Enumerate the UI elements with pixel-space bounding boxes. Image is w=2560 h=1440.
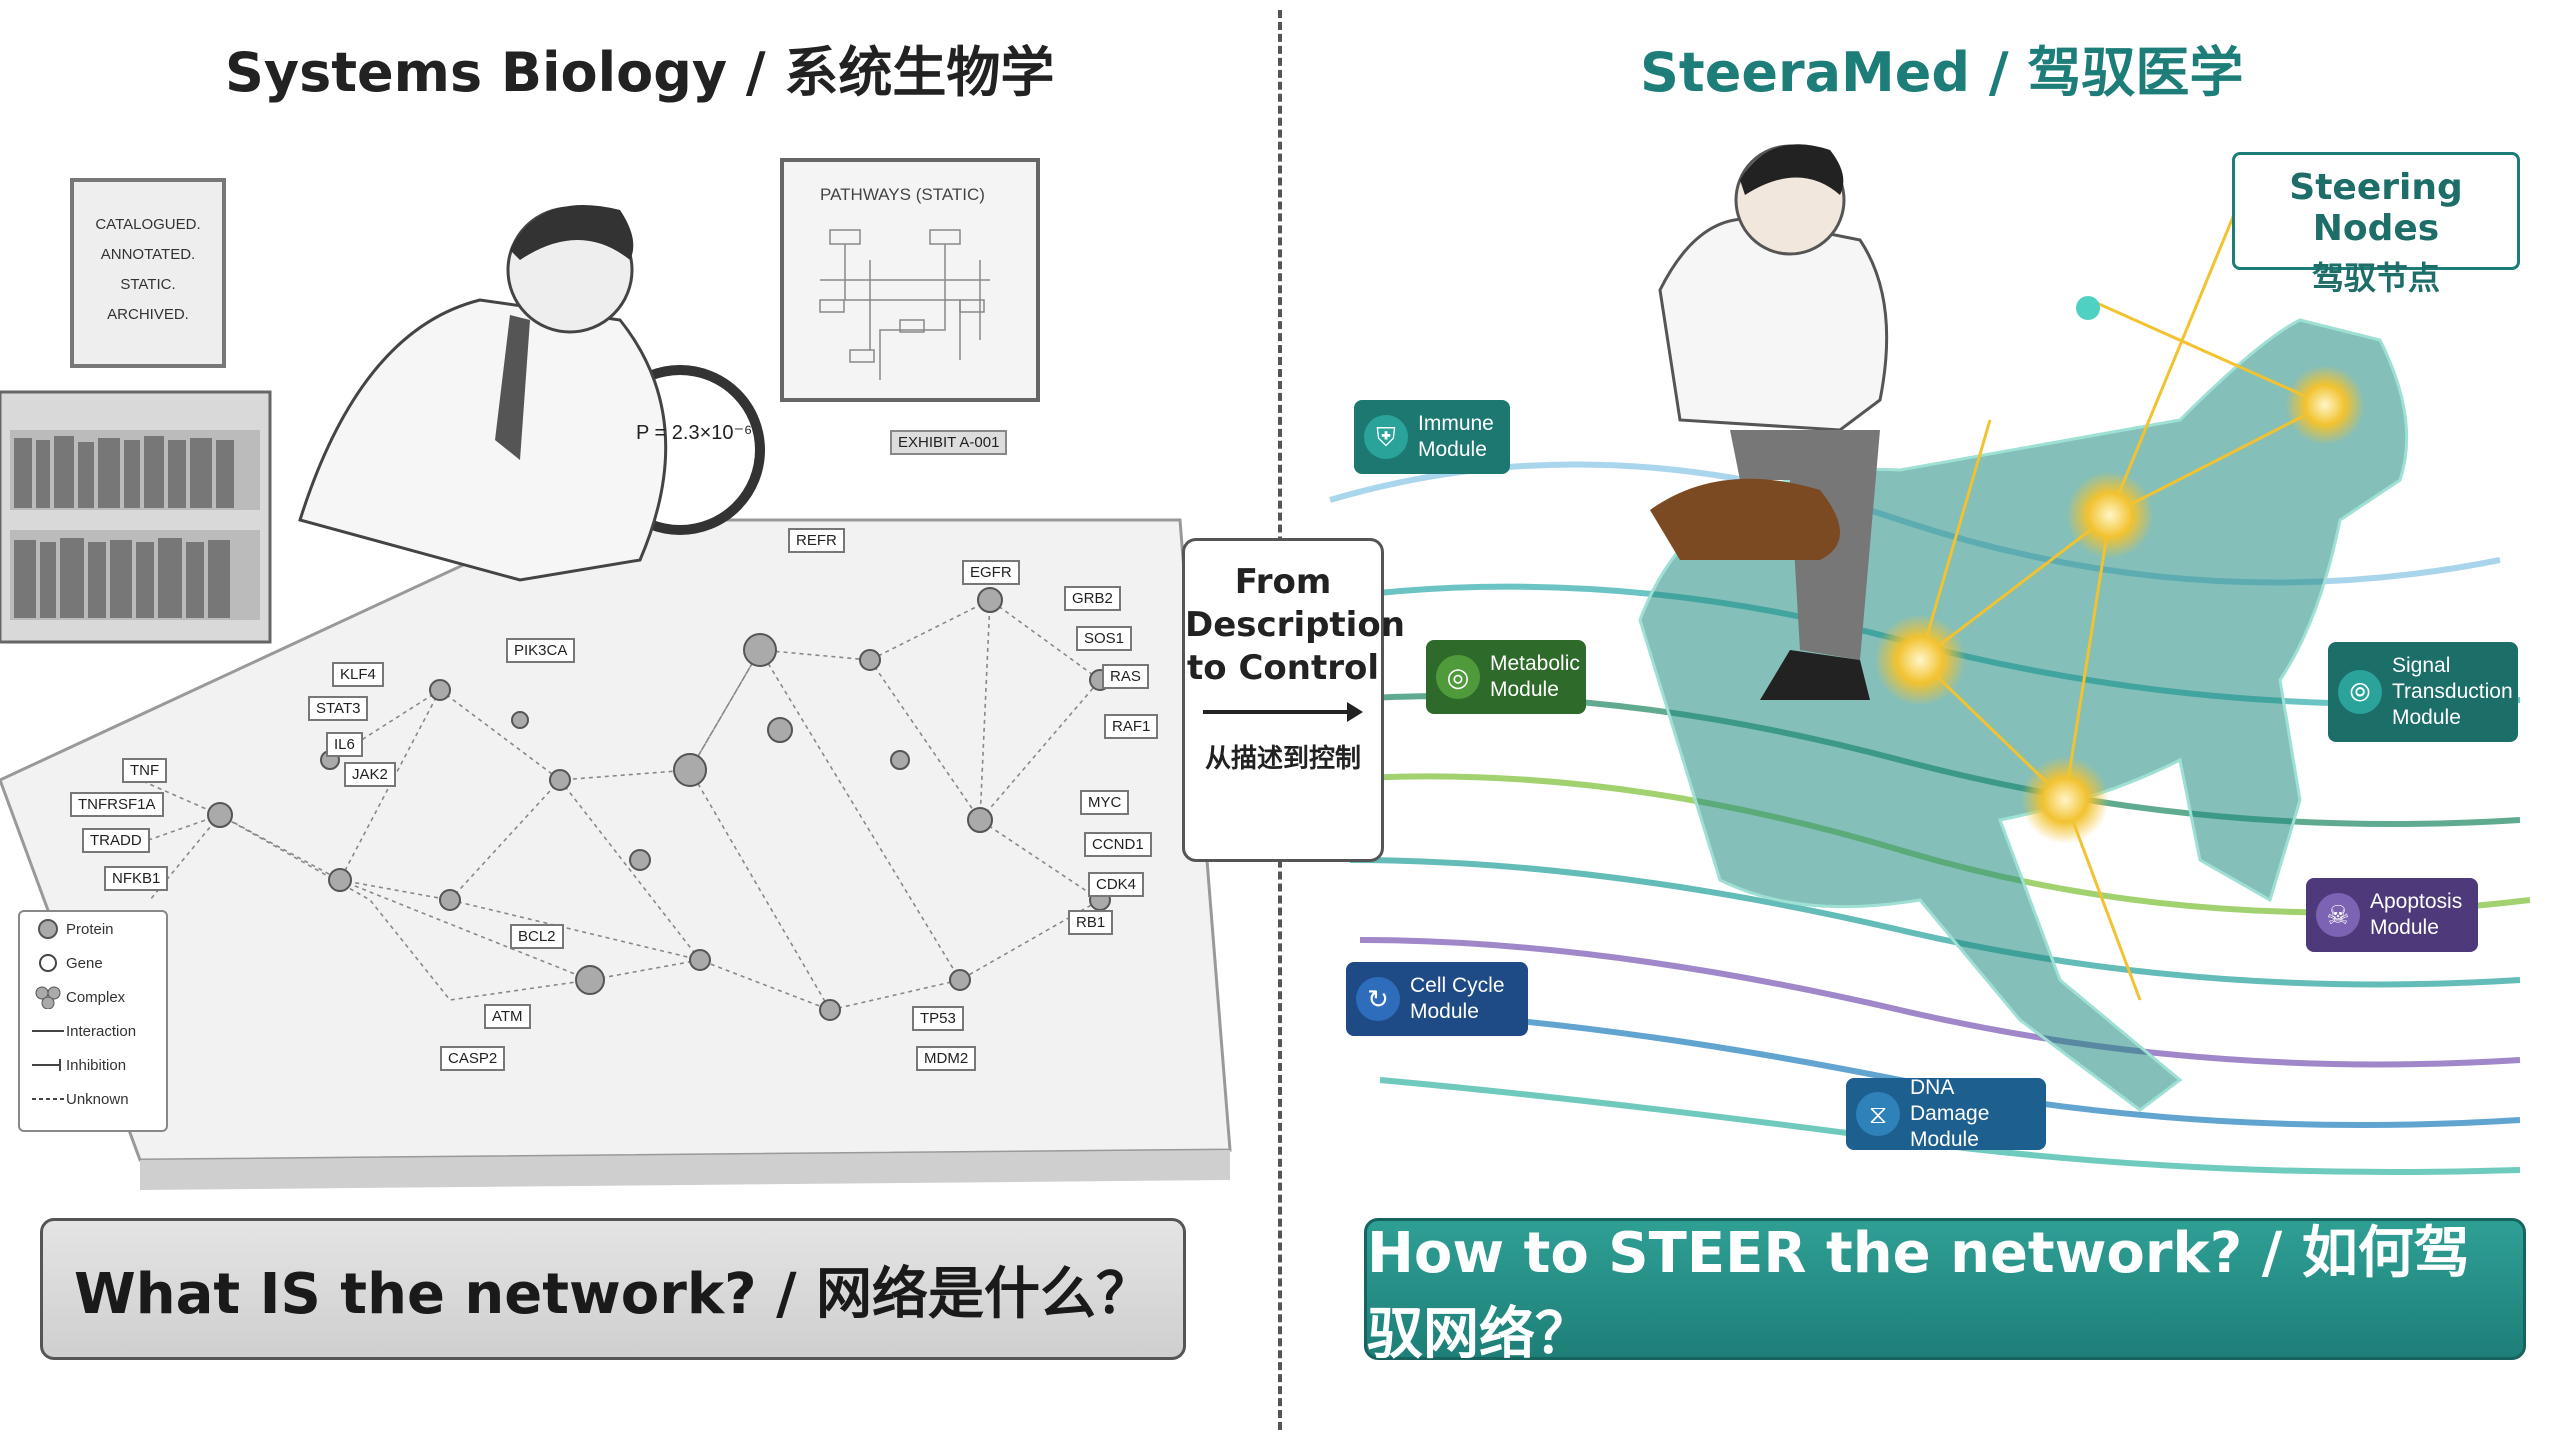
gene-label: GRB2 [1064,586,1121,611]
module-label: DNA Damage Module [1910,1076,1990,1151]
poster-title: PATHWAYS (STATIC) [820,185,985,204]
sign-line: ARCHIVED. [107,306,189,323]
module-label: Cell Cycle Module [1410,974,1505,1023]
center-text: From Description to Control [1185,562,1405,688]
legend-row: Gene [20,946,166,980]
unknown-line-icon [32,1098,64,1100]
immune-module-badge: ⛨ Immune Module [1354,400,1510,474]
gene-label: CDK4 [1088,872,1145,897]
dna-damage-module-badge: ⧖ DNA Damage Module [1846,1076,2046,1151]
center-transition-box: From Description to Control 从描述到控制 [1182,538,1405,862]
p-value-text: P = 2.3×10⁻⁶ [636,422,753,444]
module-label: Immune Module [1418,412,1494,461]
gene-label: PIK3CA [506,638,576,663]
exhibit-label: EXHIBIT A-001 [890,430,1008,455]
gene-label: EGFR [962,560,1020,585]
steering-nodes-callout: Steering Nodes 驾驭节点 [2232,152,2520,297]
gene-label: KLF4 [332,662,384,687]
interaction-line-icon [32,1030,64,1032]
center-text-cn: 从描述到控制 [1204,744,1361,774]
gene-label: REFR [788,528,845,553]
sign-line: CATALOGUED. [95,216,201,233]
pathway-poster [780,158,1040,402]
module-label: Metabolic Module [1490,652,1580,701]
scientist-left [298,205,668,582]
signal-transduction-module-badge: ⦾ Signal Transduction Module [2328,642,2518,742]
network-legend: Protein Gene Complex Interaction Inhibit… [18,910,168,1132]
left-title: Systems Biology / 系统生物学 [225,41,1055,104]
cycle-icon: ↻ [1356,977,1400,1021]
gene-label: NFKB1 [104,866,169,891]
steering-nodes-label-cn: 驾驭节点 [2311,259,2440,297]
gene-label: TNF [122,758,168,783]
gene-label: MDM2 [916,1046,977,1071]
gene-label: CCND1 [1084,832,1152,857]
right-question-banner: How to STEER the network? / 如何驾驭网络？ [1364,1218,2526,1367]
legend-label: Complex [66,988,126,1006]
network-table [0,518,1232,1190]
gene-label: TRADD [82,828,150,853]
legend-label: Protein [66,920,114,938]
gene-symbol-icon [39,954,57,972]
gene-label: MYC [1080,790,1130,815]
module-label: Signal Transduction Module [2392,654,2513,729]
gene-label: RB1 [1068,910,1114,935]
legend-row: Protein [20,912,166,946]
legend-row: Inhibition [20,1048,166,1082]
metabolic-module-badge: ◎ Metabolic Module [1426,640,1586,714]
left-question-banner: What IS the network? / 网络是什么？ [40,1218,1186,1360]
gene-label: IL6 [326,732,363,757]
skull-icon: ☠ [2316,893,2360,937]
gene-label: RAF1 [1104,714,1159,739]
complex-symbol-icon [35,986,61,1009]
gene-label: TP53 [912,1006,964,1031]
gene-label: STAT3 [308,696,369,721]
apoptosis-module-badge: ☠ Apoptosis Module [2306,878,2478,952]
shield-icon: ⛨ [1364,415,1408,459]
protein-nodes [207,587,1111,1021]
right-title: SteeraMed / 驾驭医学 [1640,41,2244,104]
sign-line: STATIC. [120,276,176,293]
archive-sign: CATALOGUED. ANNOTATED. STATIC. ARCHIVED. [70,178,226,368]
bookshelf [0,390,272,644]
gene-label: ATM [484,1004,531,1029]
sign-line: ANNOTATED. [100,246,196,263]
legend-row: Interaction [20,1014,166,1048]
legend-label: Gene [66,954,103,972]
legend-label: Unknown [66,1090,129,1108]
legend-label: Interaction [66,1022,137,1040]
gene-label: SOS1 [1076,626,1133,651]
signal-antenna-icon: ⦾ [2338,670,2382,714]
gene-label: JAK2 [344,762,396,787]
legend-row: Complex [20,980,166,1014]
arrow-right-icon [1203,702,1363,722]
gene-label: TNFRSF1A [70,792,164,817]
inhibition-line-icon [32,1059,61,1071]
module-label: Apoptosis Module [2370,890,2463,939]
legend-label: Inhibition [66,1056,127,1074]
gene-label: RAS [1102,664,1149,689]
gene-label: BCL2 [510,924,564,949]
protein-symbol-icon [38,919,58,939]
dna-helix-icon: ⧖ [1856,1092,1900,1136]
scientist-right [1650,144,1889,700]
legend-row: Unknown [20,1082,166,1116]
steering-nodes-label: Steering Nodes [2289,167,2463,249]
mitochondria-icon: ◎ [1436,655,1480,699]
gene-label: CASP2 [440,1046,506,1071]
cell-cycle-module-badge: ↻ Cell Cycle Module [1346,962,1528,1036]
